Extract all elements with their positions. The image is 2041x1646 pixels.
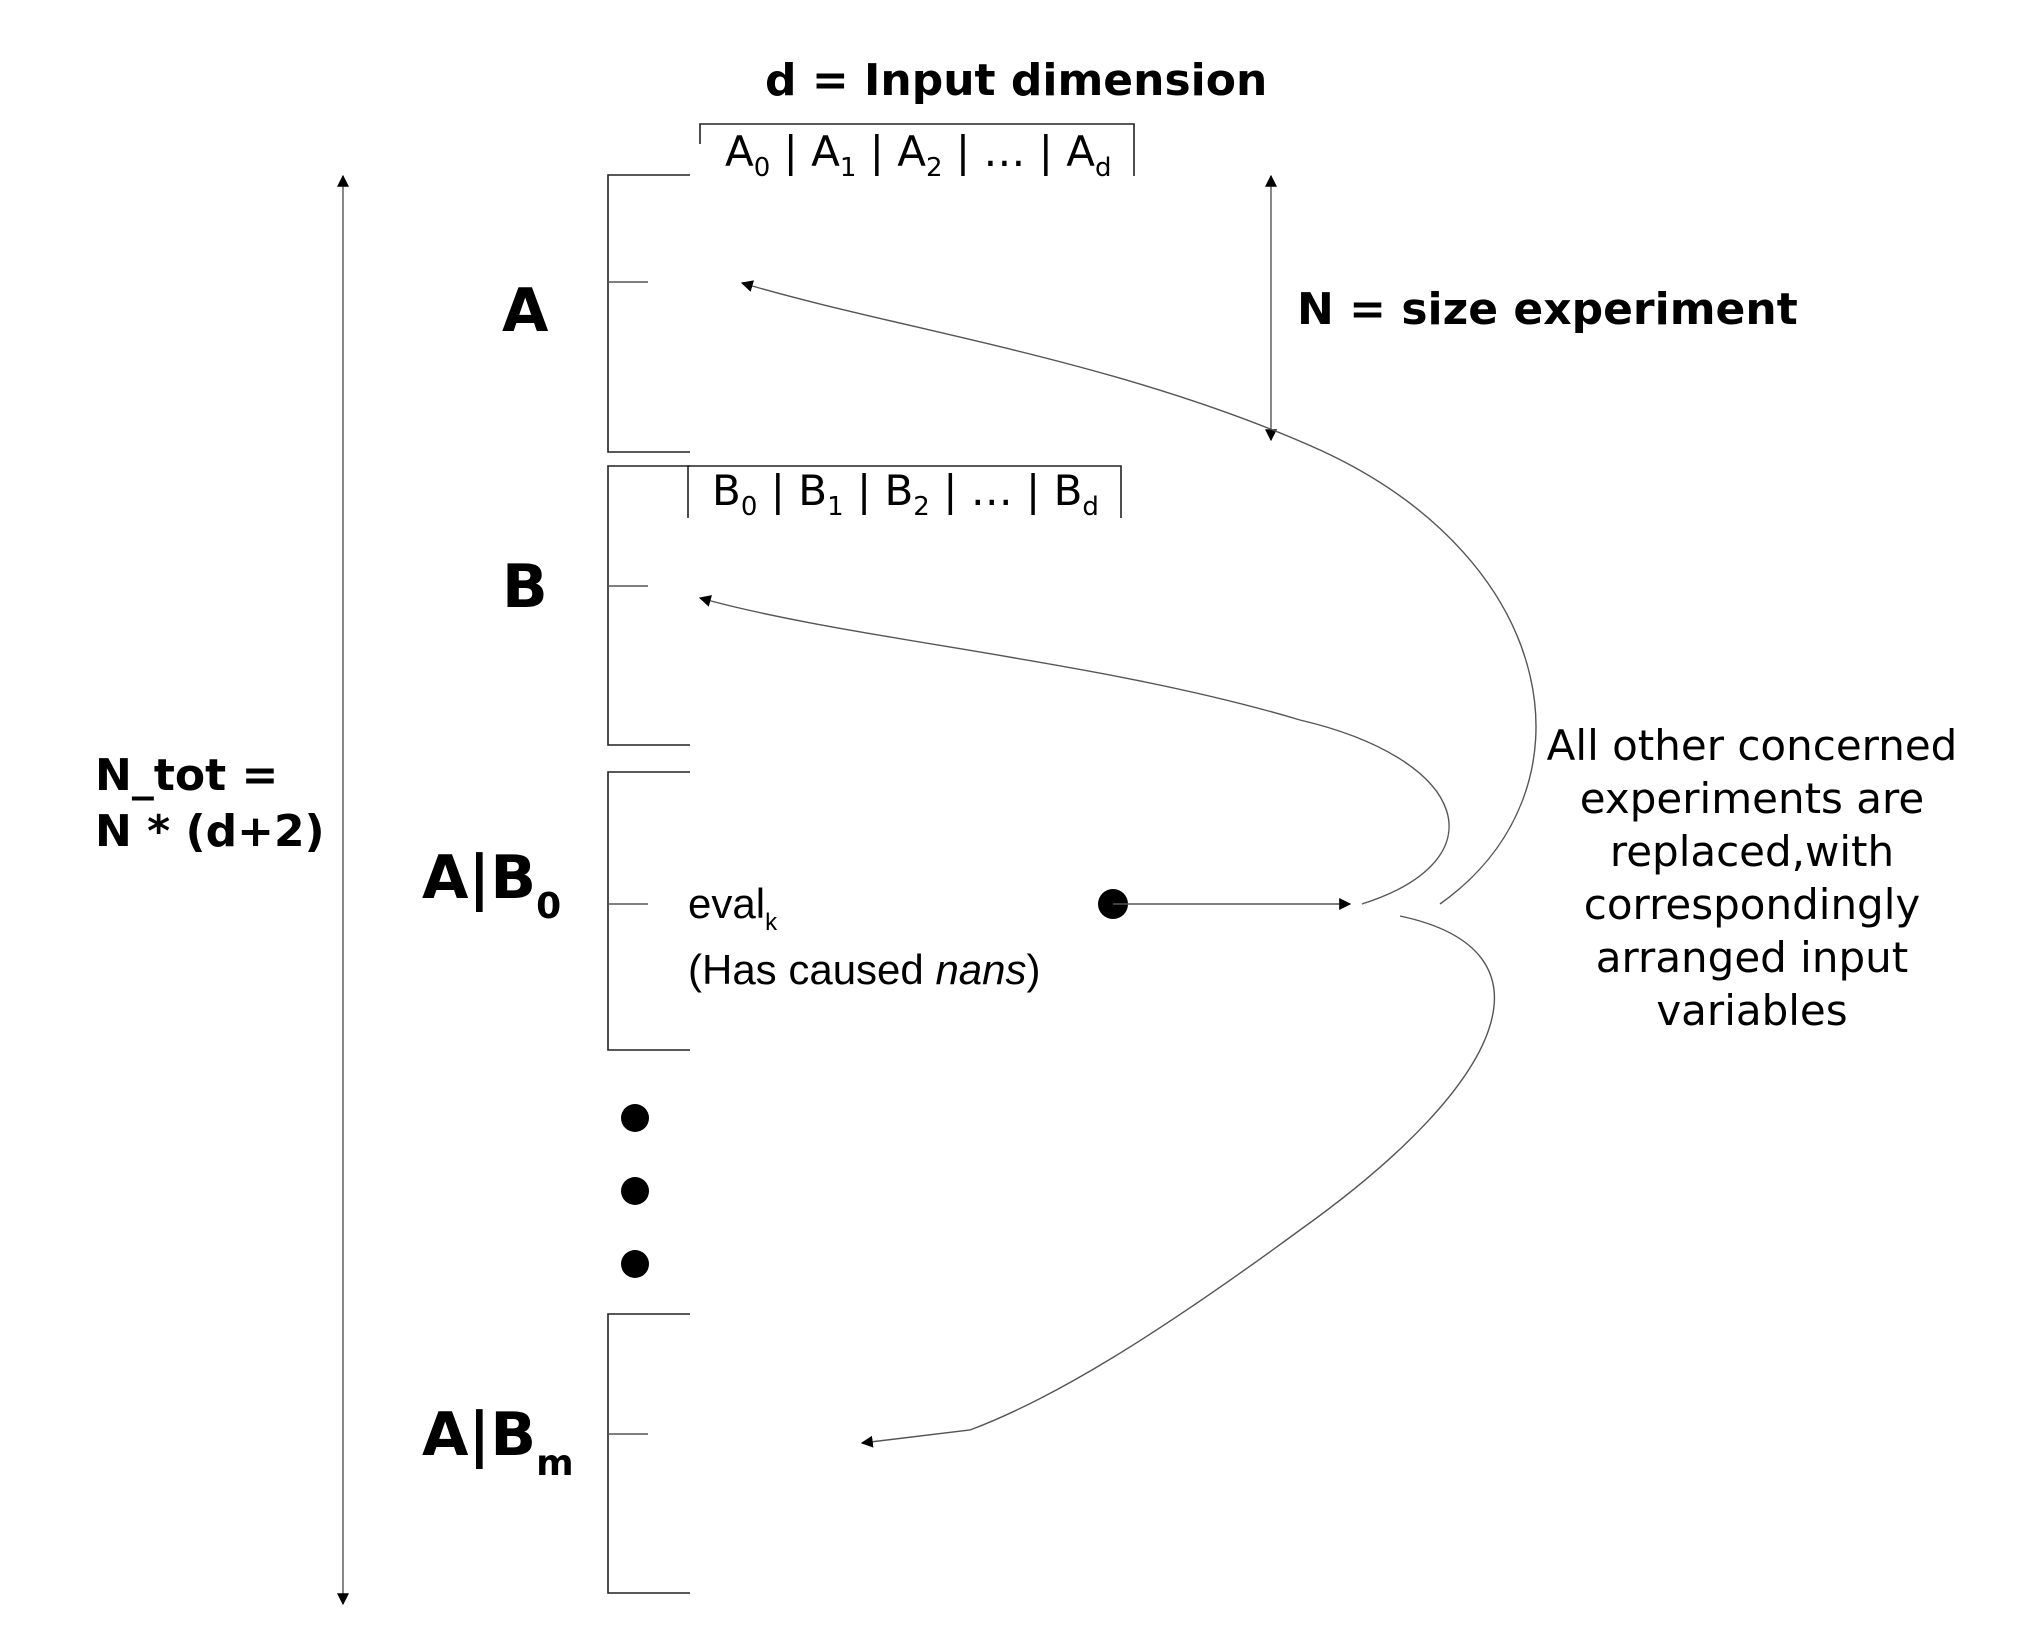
block-label-abm: A|B	[422, 1400, 536, 1470]
block-abm-bracket	[607, 1313, 690, 1594]
ellipsis-dot	[621, 1104, 649, 1132]
svg-text:correspondingly: correspondingly	[1584, 880, 1921, 929]
a-col-1-sub: 1	[840, 153, 857, 183]
eval-note-prefix: (Has caused	[688, 946, 935, 993]
b-col-d-sub: d	[1082, 492, 1099, 522]
block-label-abm-sub: m	[536, 1443, 574, 1484]
curve-to-a	[740, 280, 1537, 905]
svg-text:evalk: evalk	[688, 880, 778, 936]
svg-text:All other concerned: All other concerned	[1547, 721, 1958, 770]
block-ab0-bracket	[607, 771, 690, 1051]
b-col-2: B	[884, 466, 913, 515]
ellipsis-dot	[621, 1250, 649, 1278]
input-dimension-label: d = Input dimension	[765, 55, 1267, 106]
a-col-2-sub: 2	[926, 153, 943, 183]
svg-text:(Has caused nans): (Has caused nans)	[688, 946, 1041, 993]
svg-text:A|Bm: A|Bm	[422, 1400, 574, 1484]
a-col-0: A	[725, 127, 754, 176]
a-col-2: A	[897, 127, 926, 176]
a-col-d-sub: d	[1095, 153, 1112, 183]
a-col-d: A	[1066, 127, 1095, 176]
eval-note-suffix: )	[1027, 946, 1041, 993]
svg-text:A0 | A1 | A2 | … | Ad: A0 | A1 | A2 | … | Ad	[725, 127, 1112, 183]
a-col-ellipsis: …	[983, 127, 1025, 176]
curve-to-abm	[860, 915, 1495, 1448]
size-experiment-label: N = size experiment	[1297, 284, 1798, 335]
svg-text:arranged input: arranged input	[1596, 933, 1908, 982]
a-col-0-sub: 0	[754, 153, 771, 183]
total-label-line2: N * (d+2)	[95, 806, 325, 857]
eval-label: eval	[688, 880, 765, 927]
a-columns-header: A0 | A1 | A2 | … | Ad	[699, 123, 1135, 183]
ellipsis-dot	[621, 1177, 649, 1205]
a-col-1: A	[811, 127, 840, 176]
b-columns-header: B0 | B1 | B2 | … | Bd	[687, 465, 1122, 522]
b-col-1-sub: 1	[827, 492, 844, 522]
eval-note-italic: nans	[935, 946, 1026, 993]
block-label-ab0-sub: 0	[536, 886, 561, 927]
total-label-line1: N_tot =	[95, 750, 278, 801]
b-col-d: B	[1054, 466, 1083, 515]
svg-text:A|B0: A|B0	[422, 843, 561, 927]
block-label-a: A	[502, 276, 549, 346]
b-col-2-sub: 2	[913, 492, 930, 522]
b-col-0-sub: 0	[741, 492, 758, 522]
curve-to-b	[698, 595, 1450, 905]
svg-text:replaced,with: replaced,with	[1610, 827, 1894, 876]
svg-text:N * (d+2): N * (d+2)	[95, 806, 325, 857]
b-col-1: B	[798, 466, 827, 515]
eval-label-sub: k	[765, 909, 778, 936]
replacement-note: All other concerned experiments are repl…	[1547, 721, 1958, 1035]
block-b-bracket	[607, 465, 690, 746]
svg-text:variables: variables	[1656, 986, 1847, 1035]
block-a-bracket	[607, 174, 690, 453]
b-col-0: B	[712, 466, 741, 515]
block-label-b: B	[502, 552, 548, 622]
b-col-ellipsis: …	[971, 466, 1013, 515]
svg-text:experiments are: experiments are	[1580, 774, 1924, 823]
svg-text:N_tot =: N_tot =	[95, 750, 278, 801]
block-label-ab0: A|B	[422, 843, 536, 913]
svg-text:B0 | B1 | B2 | … | Bd: B0 | B1 | B2 | … | Bd	[712, 466, 1099, 522]
